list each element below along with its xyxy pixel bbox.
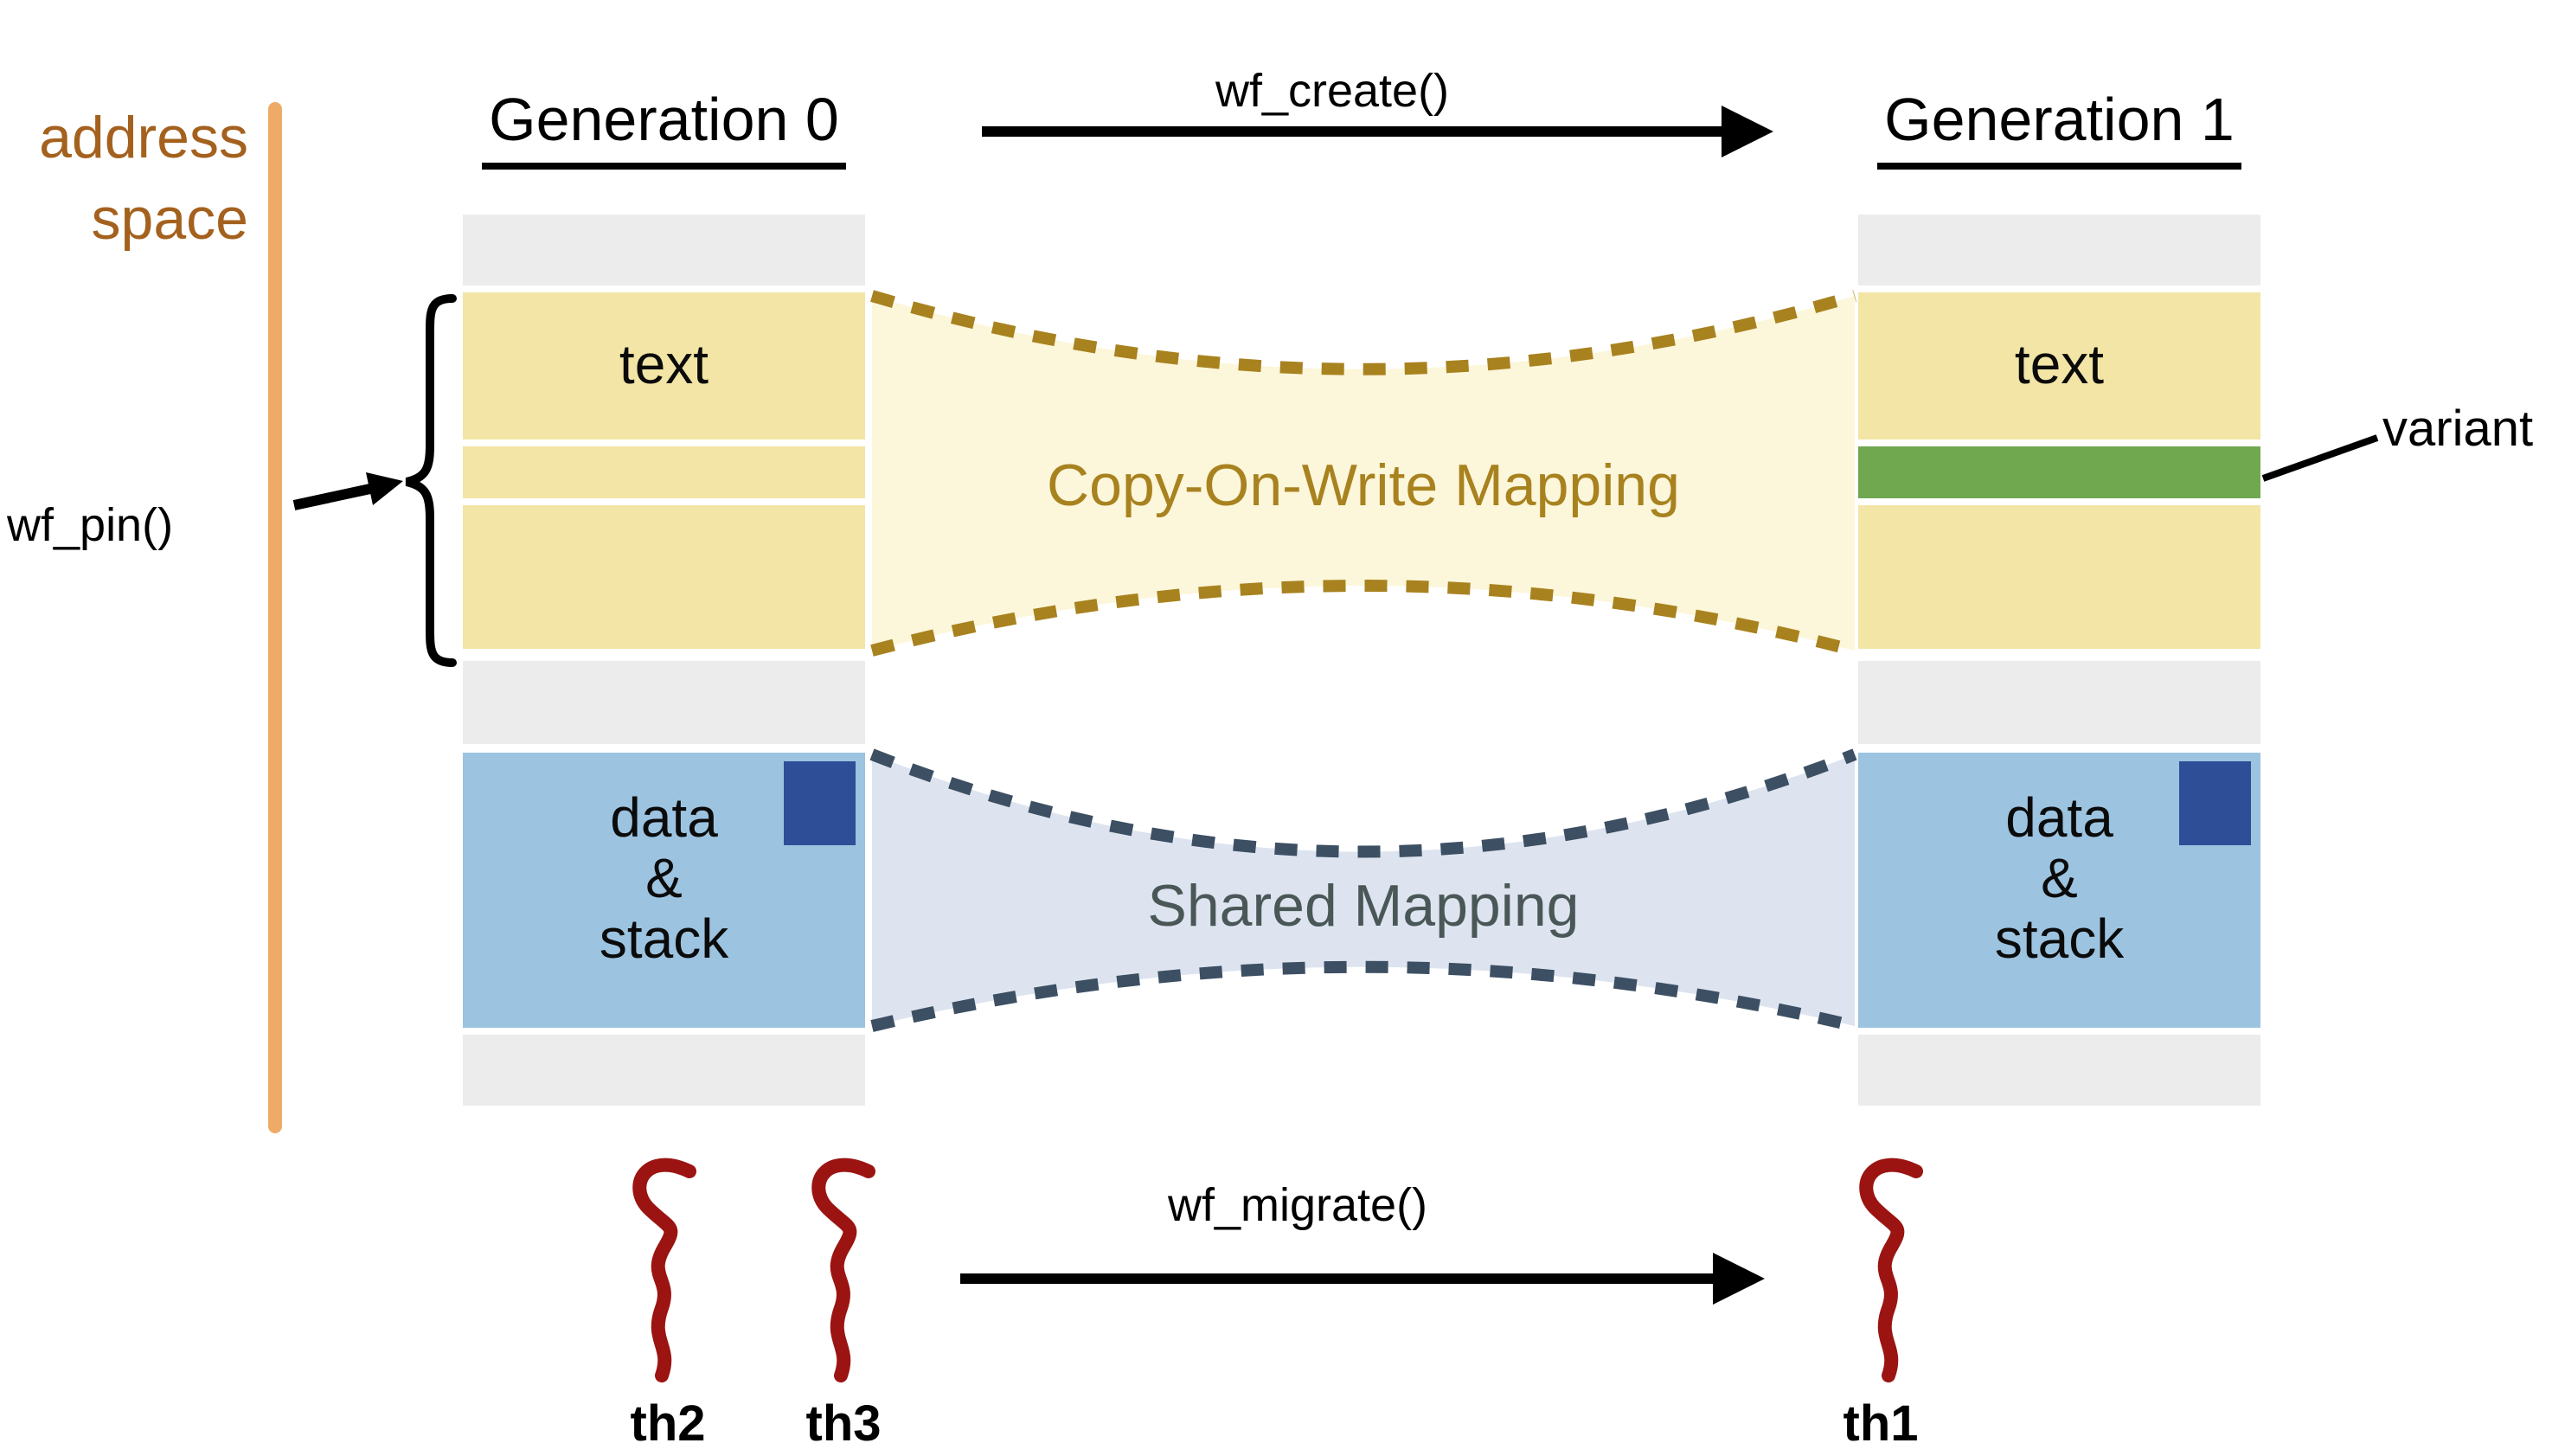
gen0-pinned-page-square — [784, 761, 856, 845]
gen1-text-segment: text — [1858, 292, 2260, 439]
gen1-pinned-page-square — [2179, 761, 2251, 845]
gen1-stack-label: stack — [1994, 908, 2125, 970]
thread-th2-label: th2 — [630, 1395, 706, 1452]
gen1-variant-segment — [1858, 446, 2260, 498]
gen1-unused-segment-mid — [1858, 661, 2260, 744]
thread-th2-squiggle-icon — [632, 1158, 696, 1382]
gen1-amp-label: & — [2041, 847, 2078, 909]
gen1-text-segment-label: text — [2014, 333, 2105, 395]
thread-th1-label: th1 — [1843, 1395, 1919, 1452]
gen0-unused-segment-top — [463, 215, 865, 285]
gen0-thin-text-segment — [463, 446, 865, 498]
gen0-data-label: data — [610, 786, 718, 849]
gen1-unused-segment-top — [1858, 215, 2260, 285]
cow-bottom-dashed-curve — [870, 580, 1856, 657]
address-space-line1: address — [39, 105, 248, 170]
gen1-unused-segment-bottom — [1858, 1035, 2260, 1106]
wf-migrate-label: wf_migrate() — [1167, 1179, 1428, 1231]
generation-1-title: Generation 1 — [1877, 85, 2241, 170]
gen1-text-segment-2 — [1858, 505, 2260, 649]
shared-top-dashed-curve — [869, 748, 1857, 858]
cow-mapping-label: Copy-On-Write Mapping — [1047, 452, 1680, 518]
generation-1-header: Generation 1 — [1858, 85, 2260, 170]
wf-pin-brace — [405, 294, 457, 667]
gen0-amp-label: & — [645, 847, 683, 909]
variant-label: variant — [2382, 401, 2534, 457]
variant-pointer-line — [2261, 434, 2379, 482]
gen1-data-label: data — [2005, 786, 2113, 849]
address-space-line2: space — [91, 186, 248, 252]
thread-th1-squiggle-icon — [1859, 1158, 1923, 1382]
shared-mapping-label: Shared Mapping — [1147, 873, 1580, 939]
wf-pin-arrow — [292, 472, 403, 510]
gen0-stack-label: stack — [599, 908, 729, 970]
gen0-data-stack-segment: data & stack — [463, 753, 865, 1028]
shared-bottom-dashed-curve — [870, 960, 1856, 1032]
address-space-axis-line — [268, 102, 282, 1133]
gen0-text-segment: text — [463, 292, 865, 439]
gen0-unused-segment-mid — [463, 661, 865, 744]
wf-migrate-arrow — [960, 1253, 1765, 1305]
address-space-label: address space — [0, 97, 248, 260]
wf-create-label: wf_create() — [1215, 65, 1450, 117]
generation-0-title: Generation 0 — [482, 85, 846, 170]
wf-pin-label: wf_pin() — [7, 499, 174, 551]
gen0-text-segment-2 — [463, 505, 865, 649]
thread-th3-label: th3 — [805, 1395, 882, 1452]
generation-0-header: Generation 0 — [463, 85, 865, 170]
thread-th3-squiggle-icon — [811, 1158, 875, 1382]
gen0-unused-segment-bottom — [463, 1035, 865, 1106]
gen1-data-stack-segment: data & stack — [1858, 753, 2260, 1028]
cow-top-dashed-curve — [870, 290, 1856, 375]
gen0-text-segment-label: text — [619, 333, 709, 395]
